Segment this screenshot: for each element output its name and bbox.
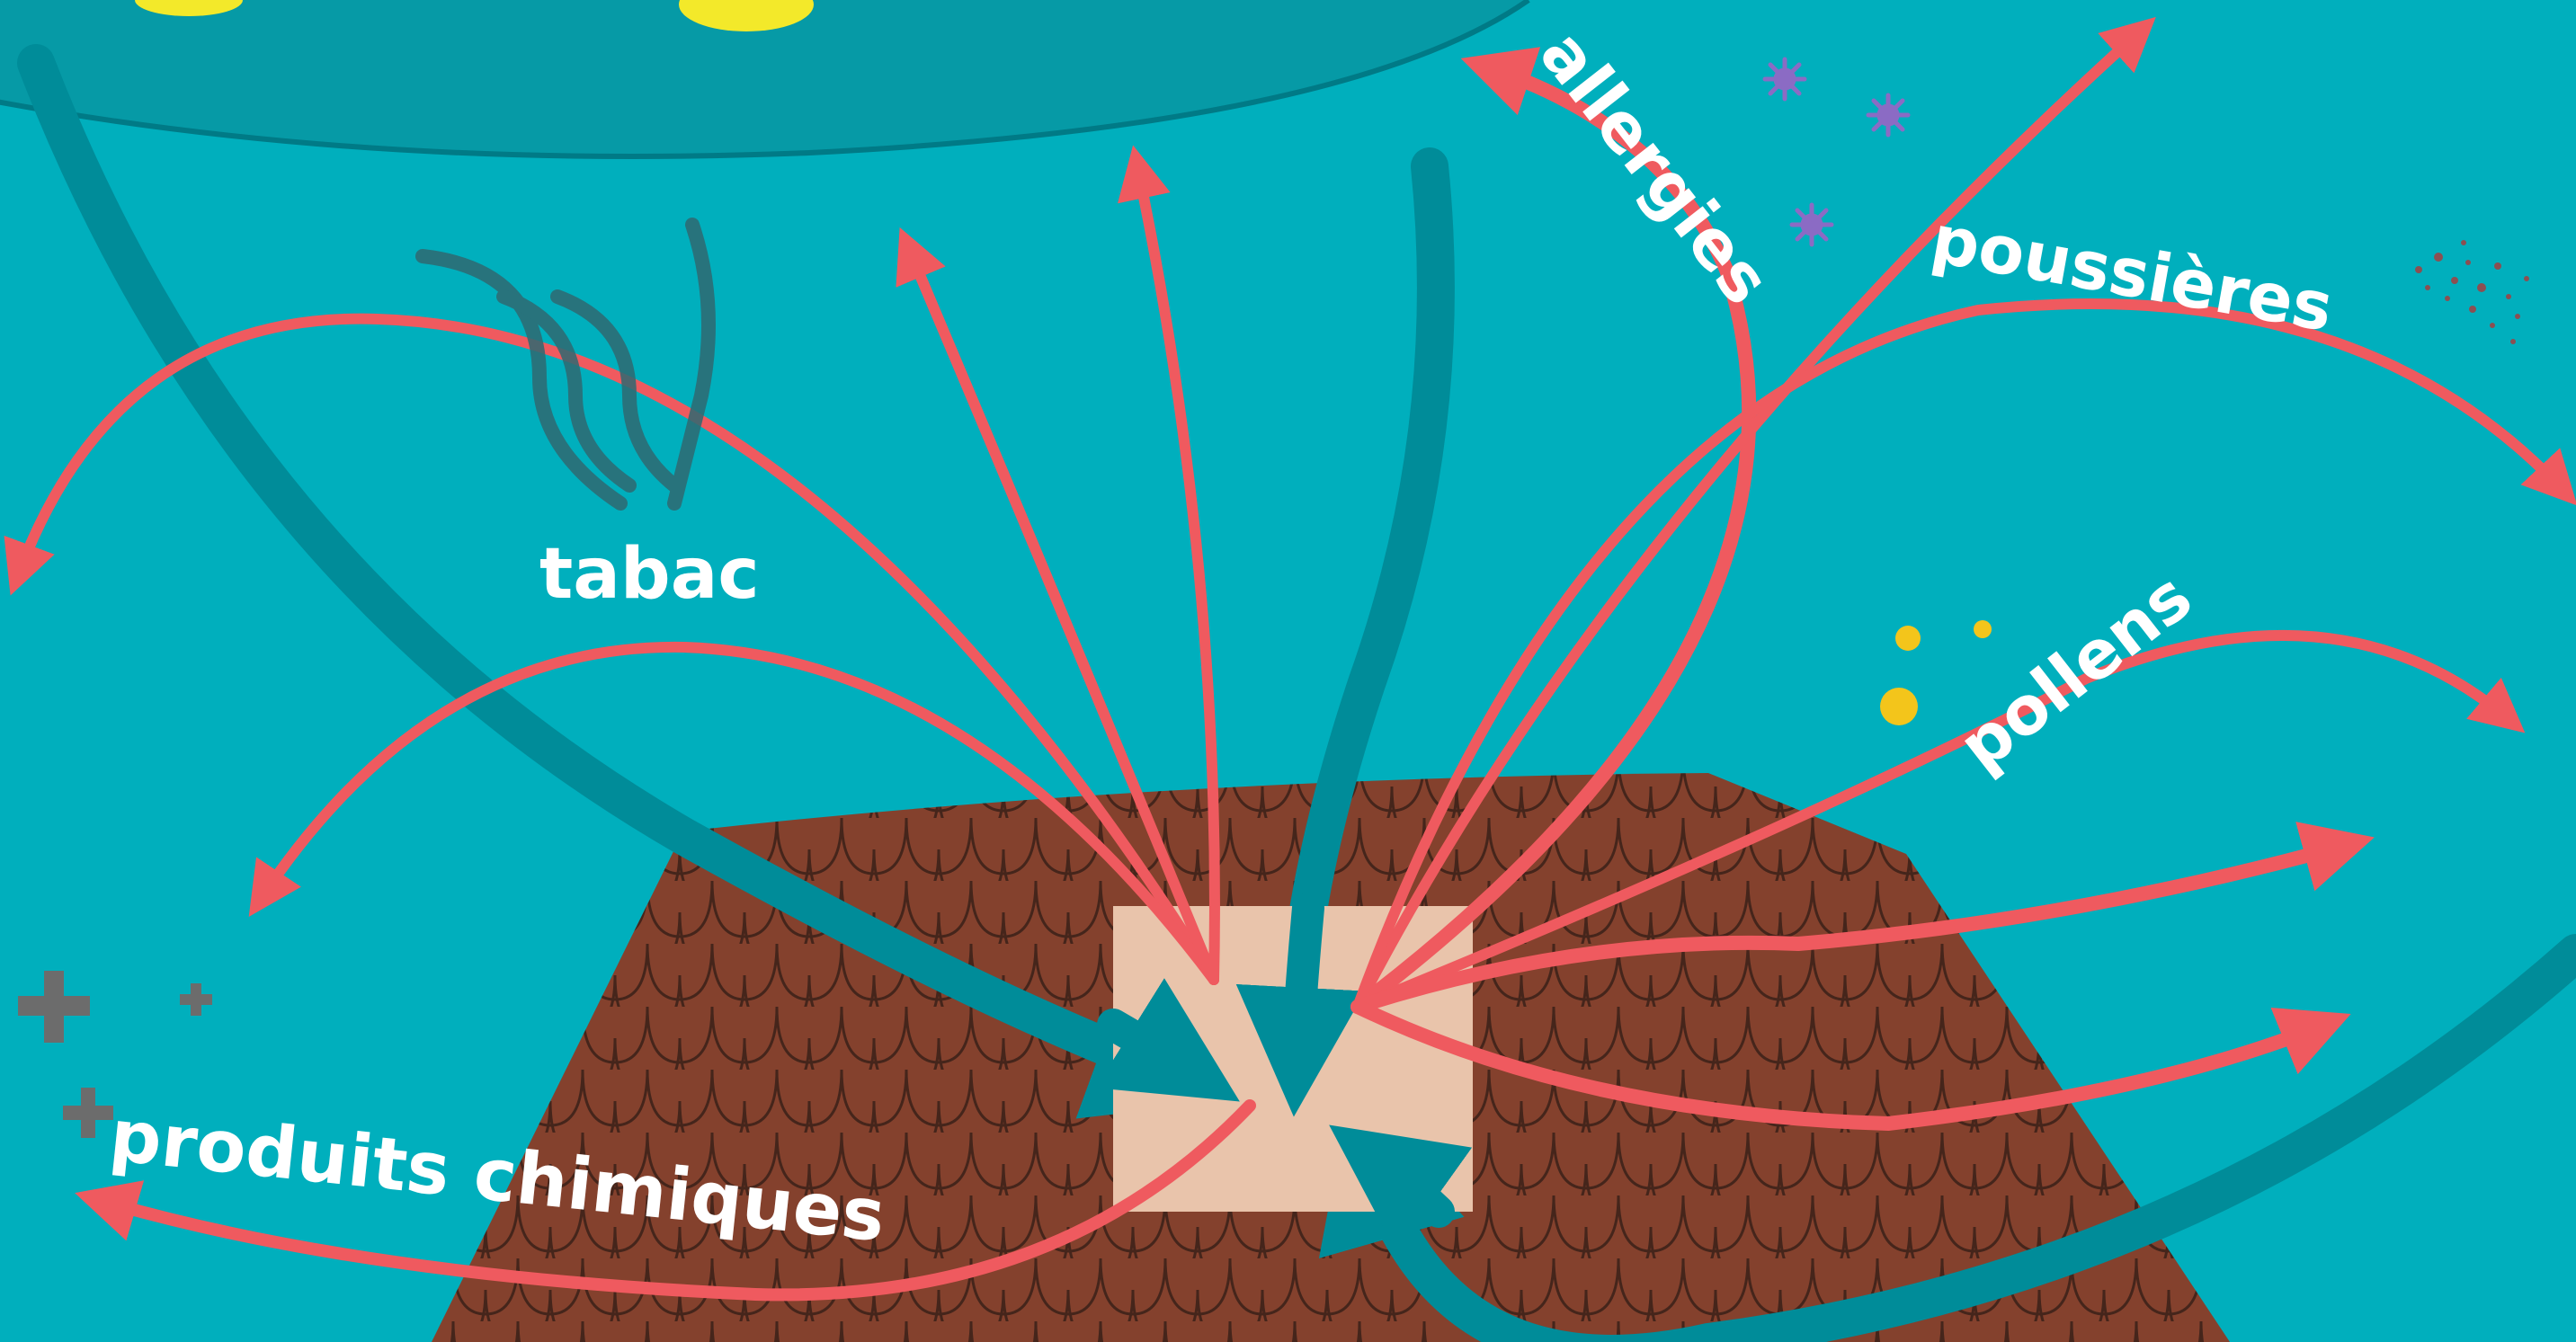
label-poussieres: poussières: [1926, 200, 2339, 347]
smoke-wisps-icon: [423, 225, 709, 503]
allergen-spore-icon: [1765, 59, 1908, 244]
dust-particles-icon: [2415, 240, 2529, 344]
label-tabac: tabac: [539, 534, 760, 615]
label-allergies: allergies: [1525, 16, 1785, 319]
label-pollens: pollens: [1945, 558, 2206, 786]
